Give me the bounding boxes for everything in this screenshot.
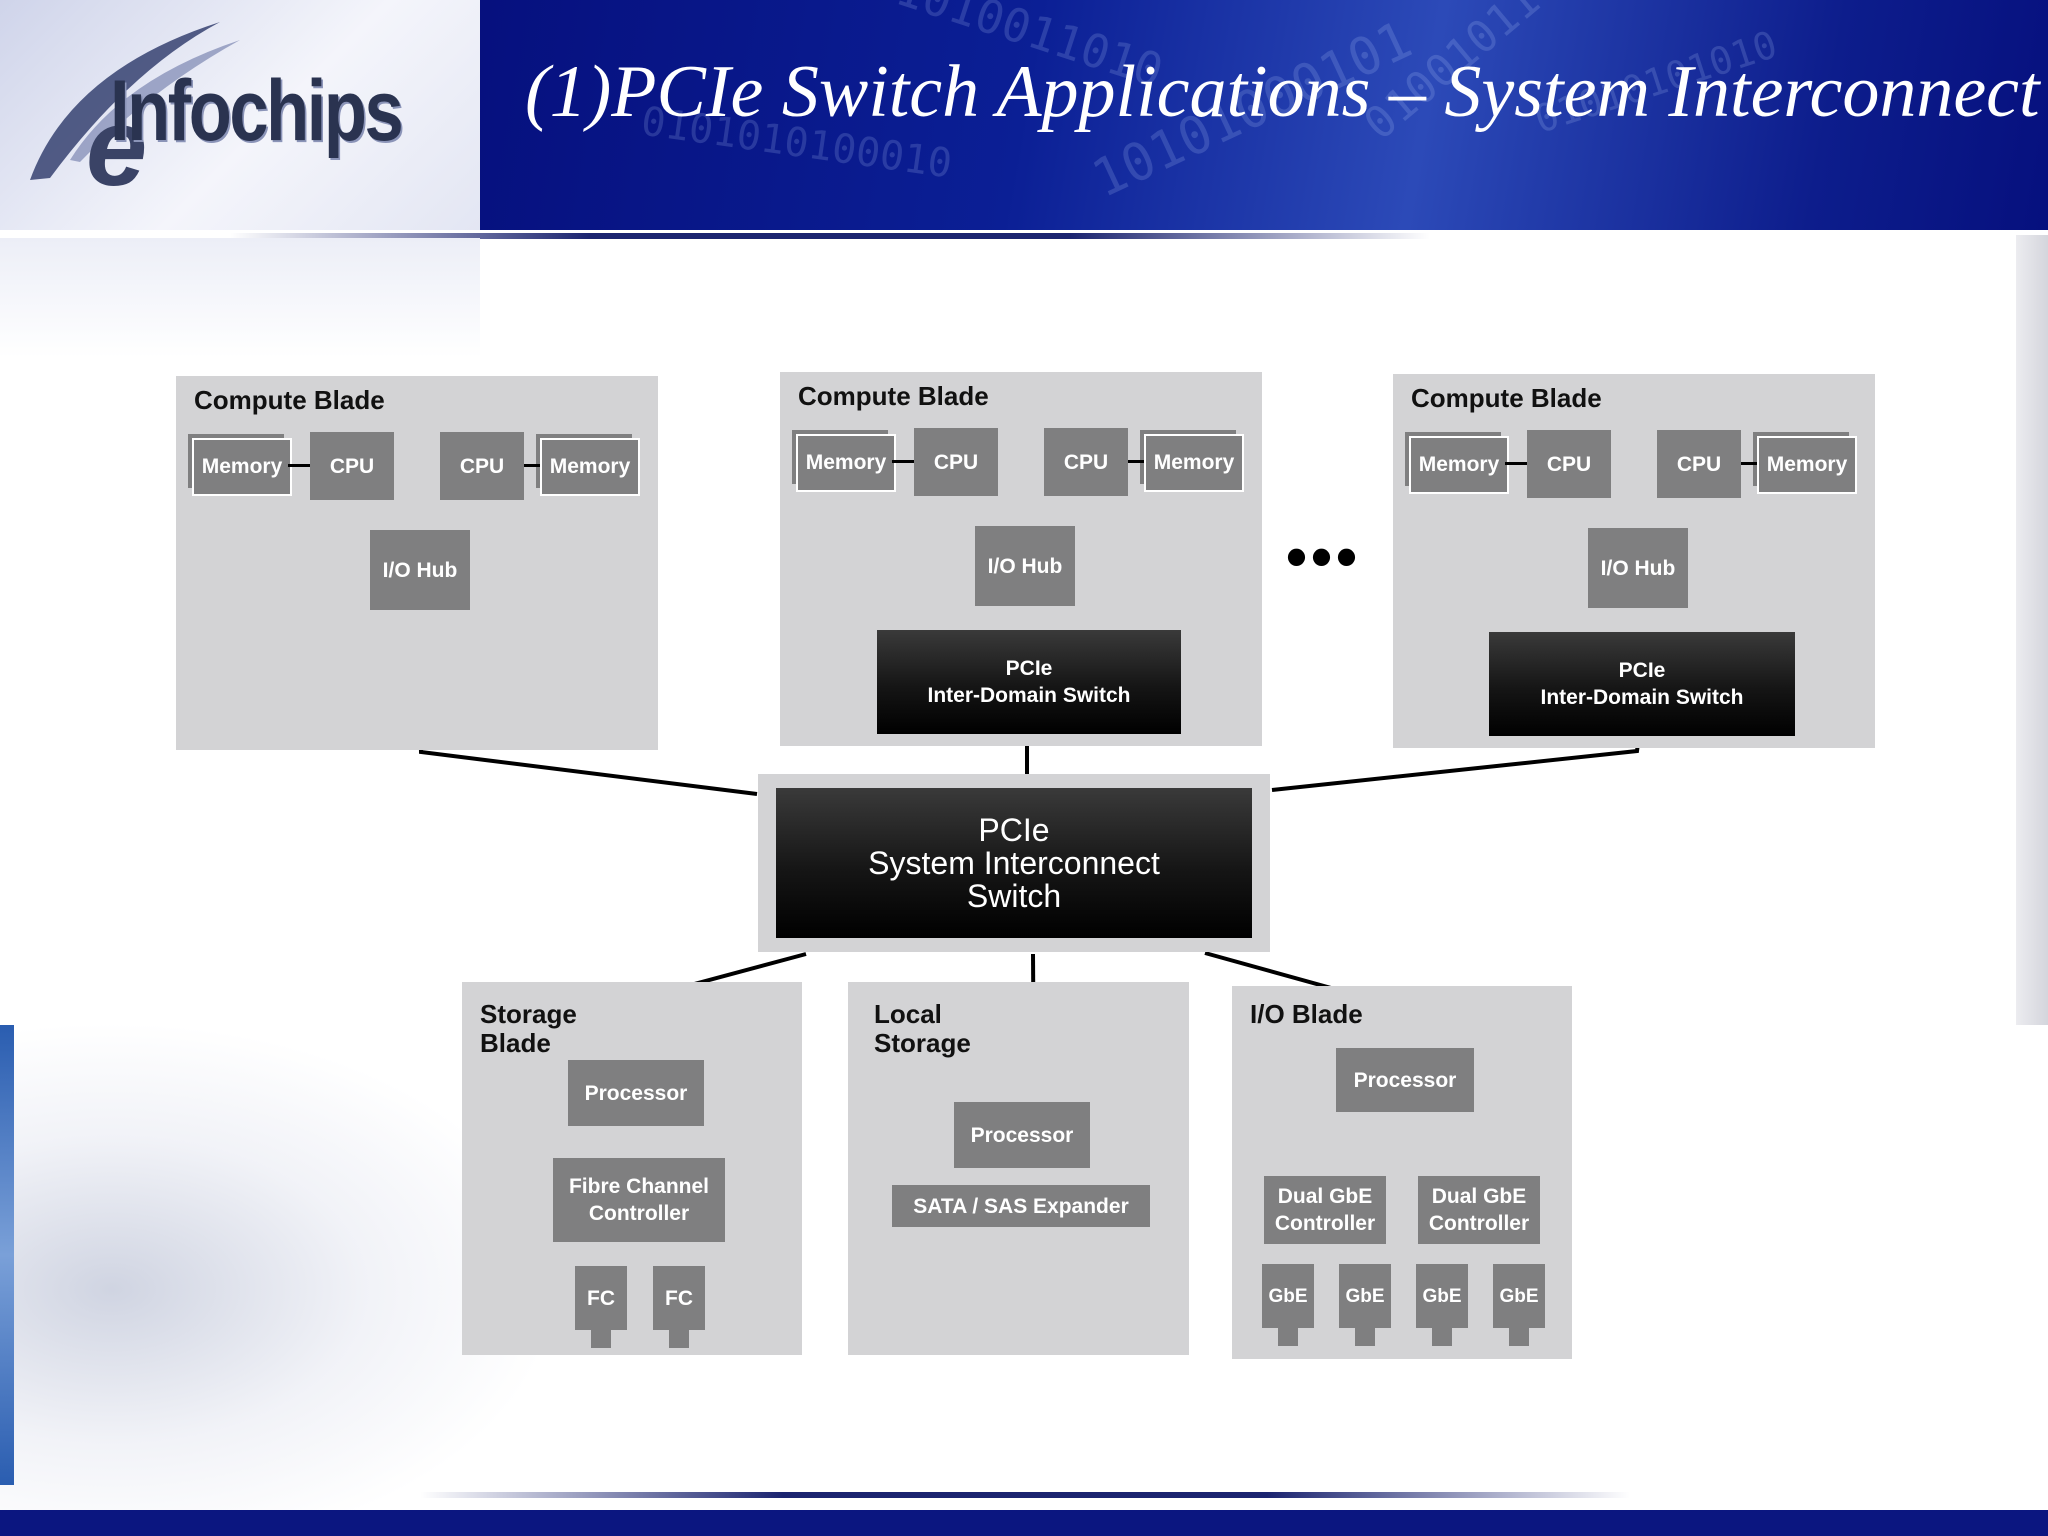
io-hub-block: I/O Hub: [1588, 528, 1688, 608]
blade-title: Local Storage: [874, 1000, 971, 1058]
memory-link: [288, 464, 310, 467]
io-blade: I/O Blade Processor Dual GbE Controller …: [1232, 986, 1572, 1359]
port-connector-icon: [1278, 1328, 1298, 1346]
gbe-port: GbE: [1493, 1264, 1545, 1328]
switch-label-line1: PCIe: [1005, 657, 1053, 680]
central-switch-line3: Switch: [966, 877, 1062, 914]
fc-port: FC: [575, 1266, 627, 1330]
gbe-port: GbE: [1416, 1264, 1468, 1328]
memory-link: [1128, 460, 1144, 463]
header-divider: [230, 233, 1430, 239]
system-interconnect-switch: PCIe System Interconnect Switch: [776, 788, 1252, 938]
controller-line1: Dual GbE: [1277, 1185, 1373, 1208]
processor-block: Processor: [1336, 1048, 1474, 1112]
memory-block: Memory: [192, 438, 292, 496]
blade-title-line1: Storage: [480, 999, 577, 1029]
central-switch-frame: PCIe System Interconnect Switch: [758, 774, 1270, 952]
memory-block: Memory: [1144, 434, 1244, 492]
memory-link: [1505, 462, 1527, 465]
memory-block: Memory: [540, 438, 640, 496]
controller-line1: Dual GbE: [1431, 1185, 1527, 1208]
cpu-block: CPU: [440, 432, 524, 500]
central-switch-line2: System Interconnect: [868, 844, 1160, 881]
inter-domain-switch: PCIe Inter-Domain Switch: [877, 630, 1181, 734]
memory-link: [1741, 462, 1757, 465]
port-connector-icon: [1355, 1328, 1375, 1346]
switch-label-line2: Inter-Domain Switch: [1540, 686, 1744, 709]
compute-blade-2: Compute Blade Memory CPU CPU Memory I/O …: [780, 372, 1262, 746]
logo-wordmark: Infochips: [110, 63, 404, 159]
dual-gbe-controller: Dual GbE Controller: [1264, 1176, 1386, 1244]
logo-swoosh-icon: [30, 22, 240, 180]
dual-gbe-controller: Dual GbE Controller: [1418, 1176, 1540, 1244]
blade-title: Compute Blade: [194, 385, 385, 415]
switch-label-line1: PCIe: [1618, 659, 1666, 682]
memory-block: Memory: [1757, 436, 1857, 494]
controller-line2: Controller: [1428, 1212, 1530, 1235]
title-panel: 0101010011010 10101000101 0101010100010 …: [480, 0, 2048, 230]
blade-title-line1: Local: [874, 999, 942, 1029]
cpu-block: CPU: [1527, 430, 1611, 498]
port-connector-icon: [669, 1330, 689, 1348]
footer-bar: [0, 1510, 2048, 1536]
cpu-block: CPU: [1657, 430, 1741, 498]
gbe-port: GbE: [1339, 1264, 1391, 1328]
storage-blade: Storage Blade Processor Fibre Channel Co…: [462, 982, 802, 1355]
controller-line2: Controller: [1274, 1212, 1376, 1235]
memory-link: [524, 464, 540, 467]
cpu-block: CPU: [1044, 428, 1128, 496]
io-hub-block: I/O Hub: [975, 526, 1075, 606]
blade-title-line2: Storage: [874, 1028, 971, 1058]
slide-header: e Infochips 0101010011010 10101000101 01…: [0, 0, 2048, 230]
compute-blade-3: Compute Blade Memory CPU CPU Memory I/O …: [1393, 374, 1875, 748]
compute-blade-1: Compute Blade Memory CPU CPU Memory I/O …: [176, 376, 658, 750]
page-title: (1)PCIe Switch Applications – System Int…: [525, 51, 2040, 133]
processor-block: Processor: [568, 1060, 704, 1126]
more-blades-ellipsis: •••: [1286, 523, 1362, 590]
left-edge-decoration: [0, 1025, 14, 1485]
background-fade: [0, 238, 480, 358]
processor-block: Processor: [954, 1102, 1090, 1168]
blade-title: Storage Blade: [480, 1000, 577, 1058]
switch-label-line2: Inter-Domain Switch: [927, 684, 1131, 707]
controller-line2: Controller: [588, 1202, 690, 1225]
cpu-block: CPU: [310, 432, 394, 500]
gbe-port: GbE: [1262, 1264, 1314, 1328]
fc-port: FC: [653, 1266, 705, 1330]
io-hub-label: I/O Hub: [987, 554, 1063, 578]
inter-domain-switch: PCIe Inter-Domain Switch: [1489, 632, 1795, 736]
blade-title: Compute Blade: [1411, 383, 1602, 413]
memory-block: Memory: [1409, 436, 1509, 494]
fibre-channel-controller: Fibre Channel Controller: [553, 1158, 725, 1242]
controller-line1: Fibre Channel: [568, 1175, 710, 1198]
footer-divider: [420, 1492, 1630, 1498]
port-connector-icon: [1432, 1328, 1452, 1346]
io-hub-block: I/O Hub: [370, 530, 470, 610]
blade-title-line2: Blade: [480, 1028, 551, 1058]
right-edge-decoration: [2016, 235, 2048, 1025]
blade-title: Compute Blade: [798, 381, 989, 411]
port-connector-icon: [1509, 1328, 1529, 1346]
logo-panel: e Infochips: [0, 0, 480, 230]
port-connector-icon: [591, 1330, 611, 1348]
memory-block: Memory: [796, 434, 896, 492]
blade-title: I/O Blade: [1250, 999, 1363, 1029]
memory-link: [892, 460, 914, 463]
logo-initial: e: [86, 86, 148, 209]
sata-sas-expander: SATA / SAS Expander: [892, 1185, 1150, 1227]
central-switch-line1: PCIe: [978, 811, 1050, 848]
cpu-block: CPU: [914, 428, 998, 496]
local-storage-blade: Local Storage Processor SATA / SAS Expan…: [848, 982, 1189, 1355]
